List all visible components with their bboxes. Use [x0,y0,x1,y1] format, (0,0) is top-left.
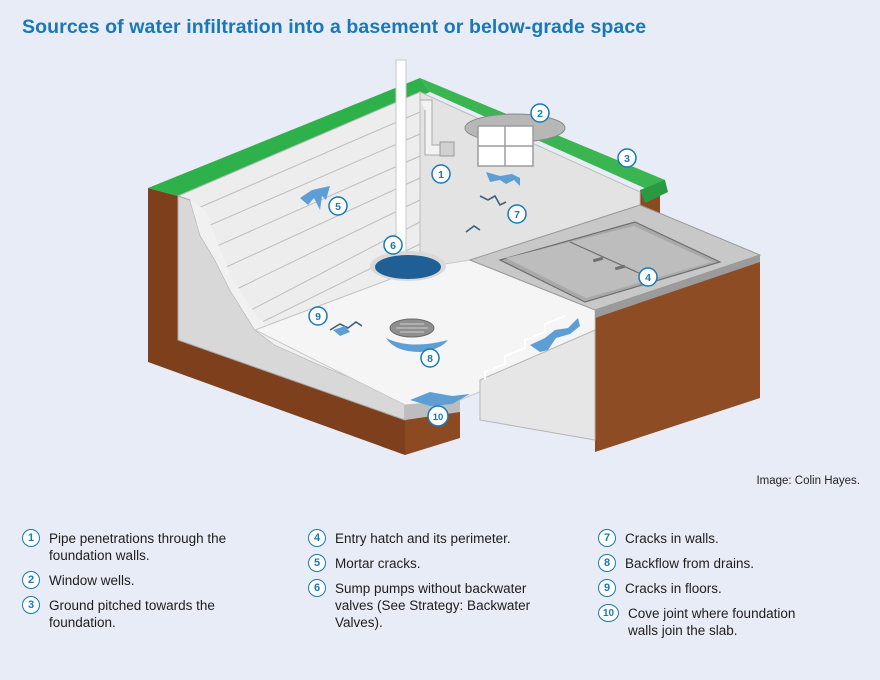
stair-crack-water [530,318,580,352]
hatch-seam [569,241,651,279]
floor-crack-water [333,326,350,336]
entry-hatch-top [506,226,712,298]
legend-number-badge: 4 [308,529,326,547]
legend-item-2: 2 Window wells. [22,571,272,589]
legend-text: Backflow from drains. [625,556,755,571]
callout-1[interactable]: 1 [431,164,451,184]
wall-crack [465,194,507,233]
legend-item-7: 7 Cracks in walls. [598,529,868,547]
svg-text:1: 1 [438,169,444,181]
soil-left-face [148,188,405,455]
hatch-handle-1 [592,256,604,263]
pipe-fitting [439,141,455,157]
legend-item-5: 5 Mortar cracks. [308,554,568,572]
legend-text: Cracks in floors. [625,581,722,596]
legend-text: Window wells. [49,573,135,588]
legend-item-3: 3 Ground pitched towards the foundation. [22,596,272,631]
legend-item-8: 8 Backflow from drains. [598,554,868,572]
legend-text: Entry hatch and its perimeter. [335,531,511,546]
callout-3[interactable]: 3 [617,148,637,168]
legend-text: Mortar cracks. [335,556,421,571]
legend-number-badge: 1 [22,529,40,547]
svg-text:8: 8 [427,353,433,365]
callout-4[interactable]: 4 [638,267,658,287]
svg-text:10: 10 [433,412,444,423]
legend-item-4: 4 Entry hatch and its perimeter. [308,529,568,547]
hatch-handle-2 [614,264,626,271]
soil-right-face [595,260,760,452]
legend-number-badge: 2 [22,571,40,589]
legend-text: Pipe penetrations through the foundation… [49,531,227,563]
legend: 1 Pipe penetrations through the foundati… [0,529,880,680]
legend-number-badge: 3 [22,596,40,614]
legend-number-badge: 10 [598,604,619,622]
legend-number-badge: 5 [308,554,326,572]
legend-text: Ground pitched towards the foundation. [49,598,215,630]
legend-item-10: 10 Cove joint where foundation walls joi… [598,604,868,639]
mortar-crack-water [300,186,330,210]
legend-item-6: 6 Sump pumps without backwater valves (S… [308,579,568,631]
svg-text:5: 5 [335,201,341,213]
drain-backflow-water [386,338,448,352]
block-mortar-lines [181,111,421,331]
callout-5[interactable]: 5 [328,196,348,216]
callout-6[interactable]: 6 [383,235,403,255]
svg-text:4: 4 [645,272,651,284]
legend-number-badge: 9 [598,579,616,597]
svg-text:6: 6 [390,240,396,252]
grass-left [148,78,430,196]
svg-text:9: 9 [315,311,321,323]
callout-markers: 1 2 3 4 5 6 7 8 [308,103,658,427]
legend-column-3: 7 Cracks in walls. 8 Backflow from drain… [598,529,868,647]
legend-item-9: 9 Cracks in floors. [598,579,868,597]
legend-number-badge: 8 [598,554,616,572]
callout-9[interactable]: 9 [308,306,328,326]
legend-number-badge: 7 [598,529,616,547]
svg-text:3: 3 [624,153,630,165]
image-credit: Image: Colin Hayes. [756,475,860,487]
legend-item-1: 1 Pipe penetrations through the foundati… [22,529,272,564]
stair-steps [484,315,566,380]
sump-pit-water [375,255,441,279]
callout-8[interactable]: 8 [420,348,440,368]
callout-7[interactable]: 7 [507,204,527,224]
legend-text: Sump pumps without backwater valves (See… [335,581,531,630]
legend-number-badge: 6 [308,579,326,597]
callout-2[interactable]: 2 [530,103,550,123]
callout-10[interactable]: 10 [427,405,449,427]
legend-column-2: 4 Entry hatch and its perimeter. 5 Morta… [308,529,568,639]
grass-edge-right [640,180,668,203]
legend-text: Cracks in walls. [625,531,719,546]
floor-crack [329,321,363,331]
cove-joint-water [410,392,470,406]
diagram-title: Sources of water infiltration into a bas… [22,16,647,38]
window-water [486,172,520,186]
legend-text: Cove joint where foundation walls join t… [628,606,796,638]
legend-column-1: 1 Pipe penetrations through the foundati… [22,529,272,639]
basement-illustration: 1 2 3 4 5 6 7 8 [148,59,762,455]
right-block-front [595,255,760,318]
svg-text:7: 7 [514,209,520,221]
svg-text:2: 2 [537,108,543,120]
stair-wall [479,329,596,441]
